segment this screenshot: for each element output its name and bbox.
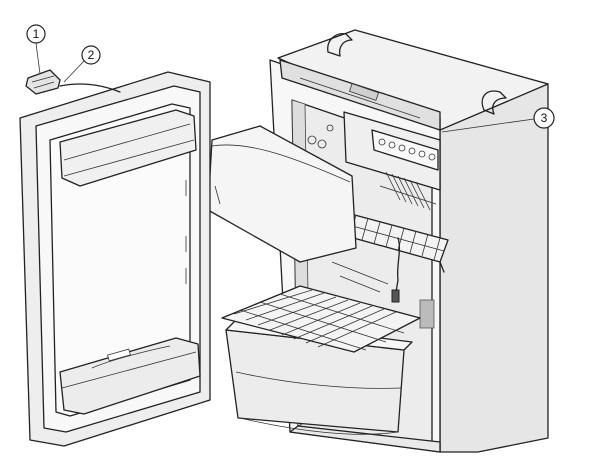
leader-line-2	[63, 60, 85, 83]
callout-1-label: 1	[33, 27, 40, 41]
interior-knob-1	[307, 135, 317, 145]
door-upper-bin	[59, 109, 197, 187]
callout-2-circle	[81, 45, 101, 65]
door-top-handle	[59, 83, 121, 93]
thermostat-wire	[395, 237, 401, 293]
callout-2-label: 2	[88, 48, 95, 62]
interior-back-lines	[331, 261, 389, 293]
glass-panel-edge	[211, 144, 351, 183]
callout-3: 3	[533, 107, 555, 129]
leader-line-3	[441, 118, 535, 133]
callout-2: 2	[81, 45, 101, 65]
callout-1-circle	[26, 24, 46, 44]
cabinet-side-panel	[439, 74, 549, 453]
callout-leaders	[35, 42, 535, 133]
crisper-wire-shelf	[221, 285, 421, 353]
control-knob	[348, 83, 380, 101]
evaporator-fins	[379, 171, 437, 211]
glass-shelf-panel	[207, 125, 357, 263]
leader-line-1	[35, 42, 41, 75]
callout-1: 1	[26, 24, 46, 44]
glass-panel-handle	[214, 185, 221, 205]
thermostat-sensor	[391, 289, 400, 303]
callout-3-label: 3	[541, 111, 548, 125]
ice-tray	[371, 129, 439, 171]
interior-label-plate	[419, 299, 435, 329]
hinge-detail	[31, 75, 55, 89]
crisper-ridge	[235, 371, 403, 389]
crisper-base-curve	[239, 417, 399, 435]
mounting-strap-right	[481, 90, 507, 115]
interior-knob-2	[317, 139, 327, 149]
interior-knob-3	[326, 124, 334, 132]
hinge-part	[25, 69, 121, 95]
callout-3-circle	[533, 107, 555, 129]
hinge-block	[25, 69, 61, 95]
refrigerator-door	[19, 71, 211, 447]
door-lower-bin	[59, 337, 201, 415]
mounting-strap-left	[327, 33, 353, 57]
control-strip-line	[299, 77, 421, 119]
